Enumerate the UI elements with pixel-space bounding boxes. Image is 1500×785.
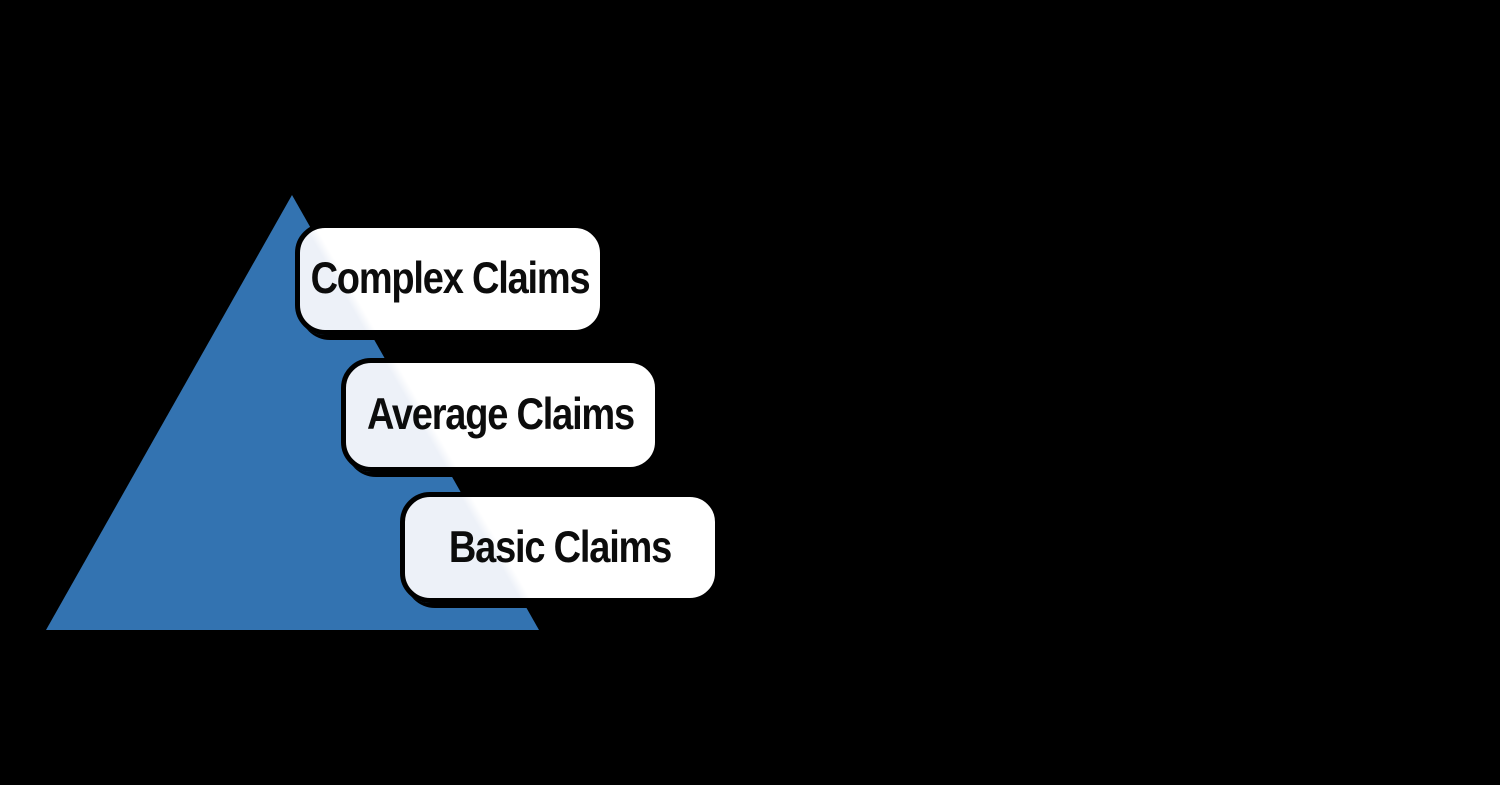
level-label-basic-claims: Basic Claims xyxy=(448,522,672,573)
level-box-average-claims: Average Claims xyxy=(341,358,660,472)
level-label-complex-claims: Complex Claims xyxy=(310,254,591,304)
level-box-basic-claims: Basic Claims xyxy=(400,492,720,603)
level-label-average-claims: Average Claims xyxy=(367,390,635,440)
level-box-complex-claims: Complex Claims xyxy=(295,223,605,335)
